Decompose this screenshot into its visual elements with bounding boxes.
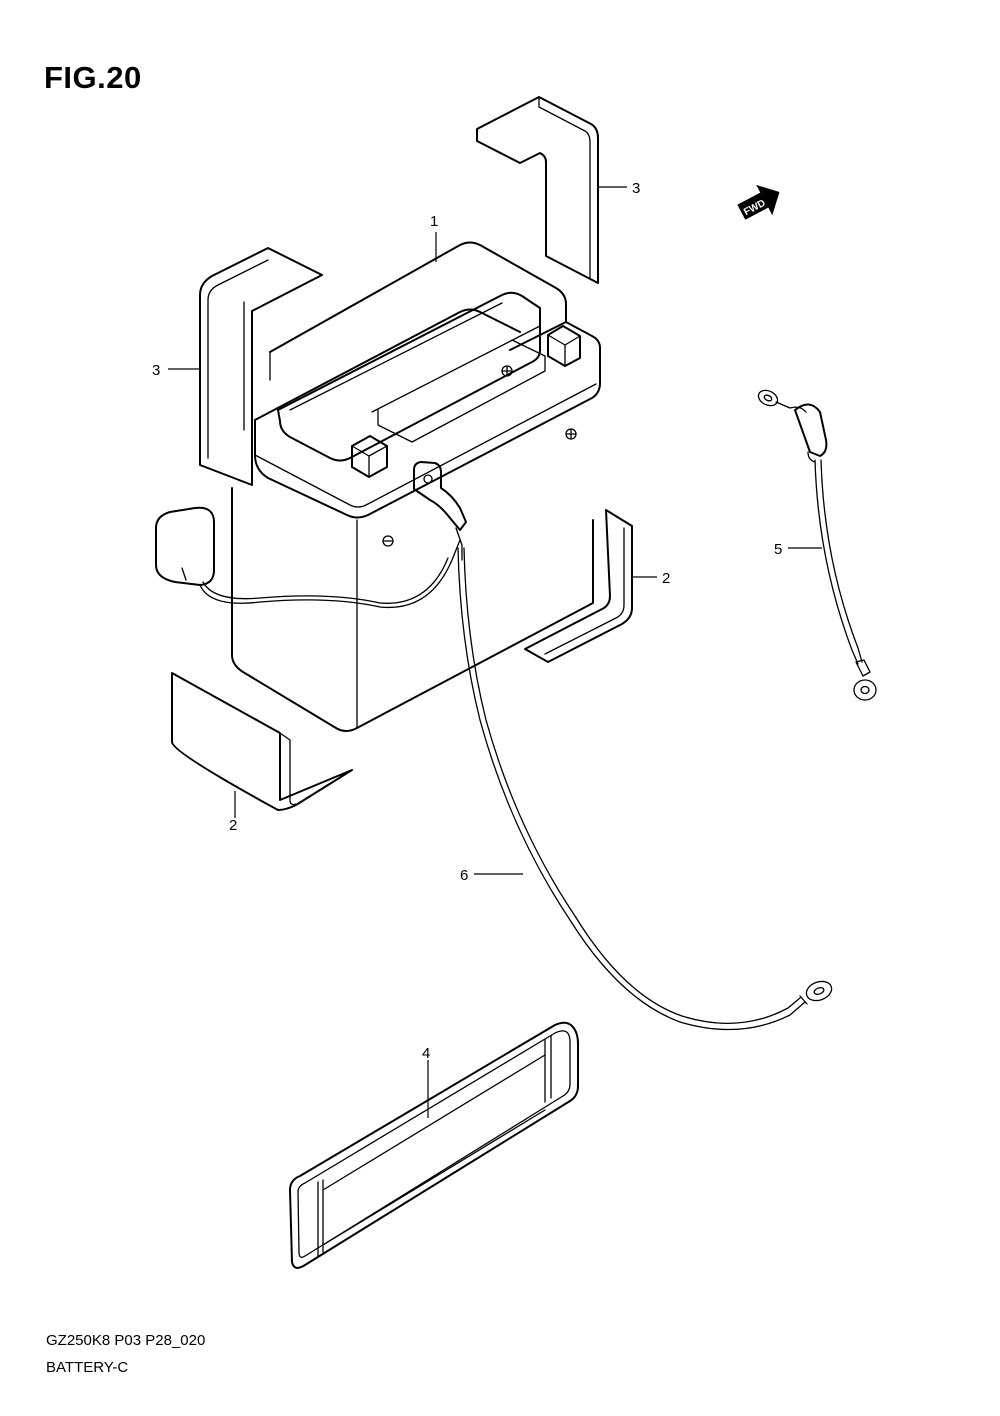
callout-3-left-label: 3 — [152, 362, 160, 379]
battery-cover-left — [199, 247, 323, 486]
battery-holder-right — [524, 509, 633, 663]
callout-2-right-label: 2 — [662, 570, 670, 587]
terminal-negative — [351, 435, 388, 478]
callout-2-bottom: 2 — [229, 791, 237, 834]
lead-wire-long — [413, 461, 833, 1031]
callout-3-left: 3 — [152, 362, 200, 379]
terminal-positive — [547, 325, 581, 367]
callout-2-right: 2 — [632, 570, 670, 587]
lead-wire-short — [757, 389, 877, 701]
cap-wire — [199, 539, 461, 609]
callout-3-right: 3 — [598, 180, 640, 197]
battery-band — [289, 1021, 579, 1269]
callout-6-label: 6 — [460, 867, 468, 884]
figure-name: BATTERY-C — [46, 1359, 129, 1376]
callout-2-bottom-label: 2 — [229, 817, 237, 834]
callout-4-label: 4 — [422, 1045, 430, 1062]
terminal-cap — [155, 506, 215, 586]
callout-1-label: 1 — [430, 213, 438, 230]
battery-cover-right — [476, 96, 599, 284]
fwd-arrow-icon: FWD — [737, 184, 780, 220]
battery — [231, 241, 601, 732]
callout-1: 1 — [430, 213, 438, 262]
figure-title: FIG.20 — [44, 60, 142, 95]
figure-code: GZ250K8 P03 P28_020 — [46, 1332, 206, 1349]
callout-3-right-label: 3 — [632, 180, 640, 197]
battery-holder-bottom — [171, 672, 353, 811]
callout-5: 5 — [774, 541, 822, 558]
callout-6: 6 — [460, 867, 523, 884]
callout-4: 4 — [422, 1045, 430, 1118]
cap-wire-inner — [202, 557, 449, 604]
callout-5-label: 5 — [774, 541, 782, 558]
